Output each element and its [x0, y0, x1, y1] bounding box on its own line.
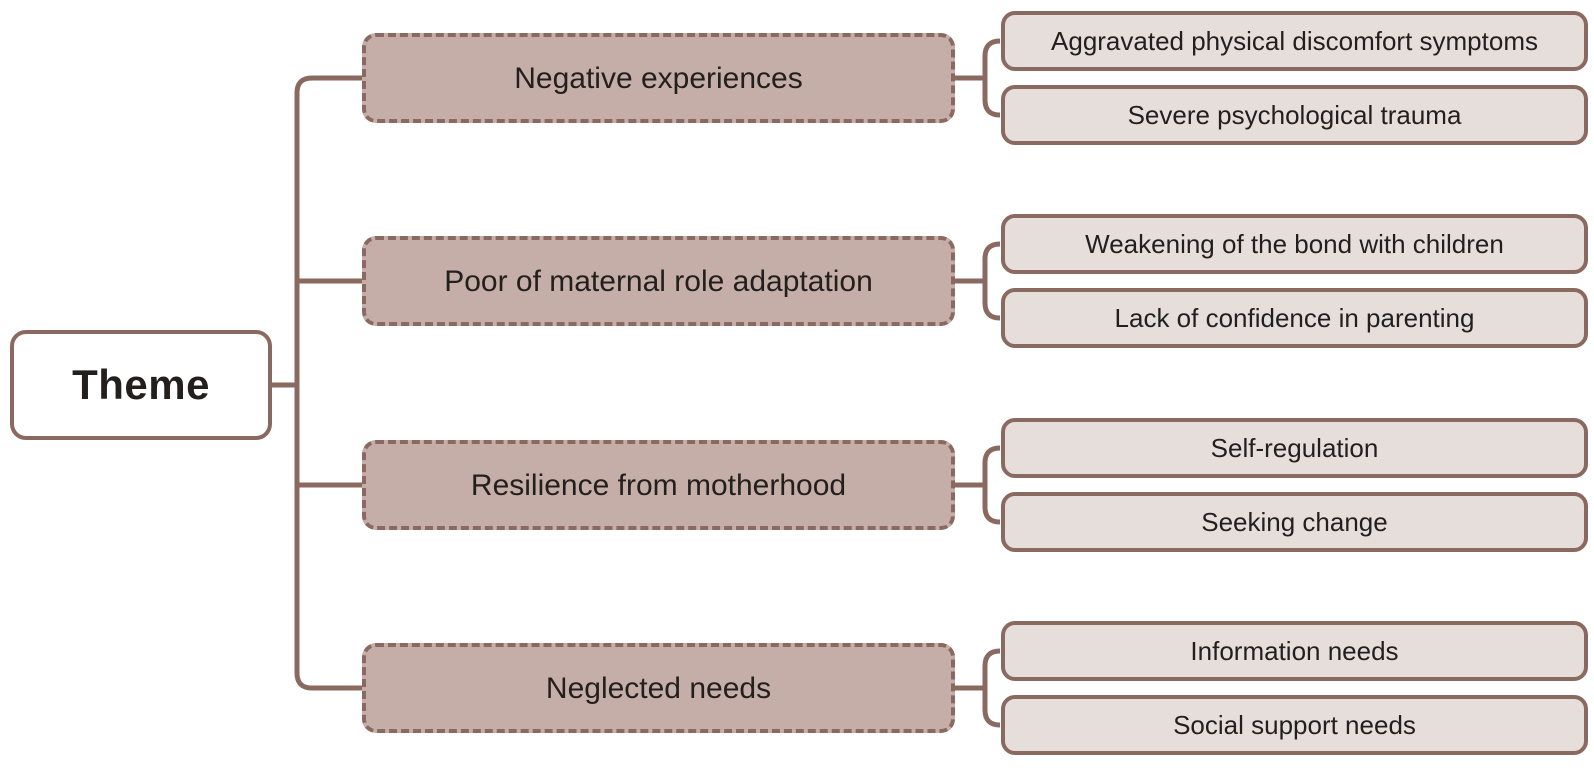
leaf-node-label: Severe psychological trauma	[1127, 99, 1462, 130]
leaf-node-label: Lack of confidence in parenting	[1114, 302, 1475, 333]
leaf-node-self-regulation[interactable]: Self-regulation	[1001, 418, 1588, 478]
leaf-node-label: Self-regulation	[1210, 432, 1379, 463]
branch-node-label: Negative experiences	[514, 61, 803, 95]
leaf-node-label: Information needs	[1190, 635, 1399, 666]
branch-node-negative-experiences[interactable]: Negative experiences	[362, 33, 955, 123]
root-node-label: Theme	[72, 360, 210, 408]
connector-bracket-4-bottom	[982, 688, 1001, 728]
leaf-node-severe-psychological-trauma[interactable]: Severe psychological trauma	[1001, 85, 1588, 145]
leaf-node-label: Aggravated physical discomfort symptoms	[1051, 25, 1538, 56]
leaf-node-social-support-needs[interactable]: Social support needs	[1001, 695, 1588, 755]
branch-node-poor-of-maternal-role-adaptation[interactable]: Poor of maternal role adaptation	[362, 236, 955, 326]
leaf-node-label: Social support needs	[1173, 709, 1416, 740]
branch-node-label: Resilience from motherhood	[470, 468, 847, 502]
connector-bracket-2-bottom	[982, 281, 1001, 321]
root-node-theme[interactable]: Theme	[10, 330, 272, 440]
branch-node-label: Neglected needs	[545, 671, 772, 705]
branch-node-neglected-needs[interactable]: Neglected needs	[362, 643, 955, 733]
connector-branch-1	[294, 75, 362, 94]
leaf-node-aggravated-physical-discomfort-symptoms[interactable]: Aggravated physical discomfort symptoms	[1001, 11, 1588, 71]
connector-bracket-4-top	[982, 648, 1001, 688]
connector-branch-4	[294, 672, 362, 691]
branch-node-resilience-from-motherhood[interactable]: Resilience from motherhood	[362, 440, 955, 530]
connector-bracket-3-top	[982, 445, 1001, 485]
leaf-node-label: Seeking change	[1201, 506, 1388, 537]
connector-bracket-1-top	[982, 38, 1001, 78]
connector-bracket-3-bottom	[982, 485, 1001, 525]
leaf-node-seeking-change[interactable]: Seeking change	[1001, 492, 1588, 552]
leaf-node-lack-of-confidence-in-parenting[interactable]: Lack of confidence in parenting	[1001, 288, 1588, 348]
connector-bracket-2-top	[982, 241, 1001, 281]
leaf-node-weakening-of-the-bond-with-children[interactable]: Weakening of the bond with children	[1001, 214, 1588, 274]
leaf-node-information-needs[interactable]: Information needs	[1001, 621, 1588, 681]
branch-node-label: Poor of maternal role adaptation	[444, 264, 873, 298]
connector-bracket-1-bottom	[982, 78, 1001, 118]
leaf-node-label: Weakening of the bond with children	[1085, 228, 1504, 259]
